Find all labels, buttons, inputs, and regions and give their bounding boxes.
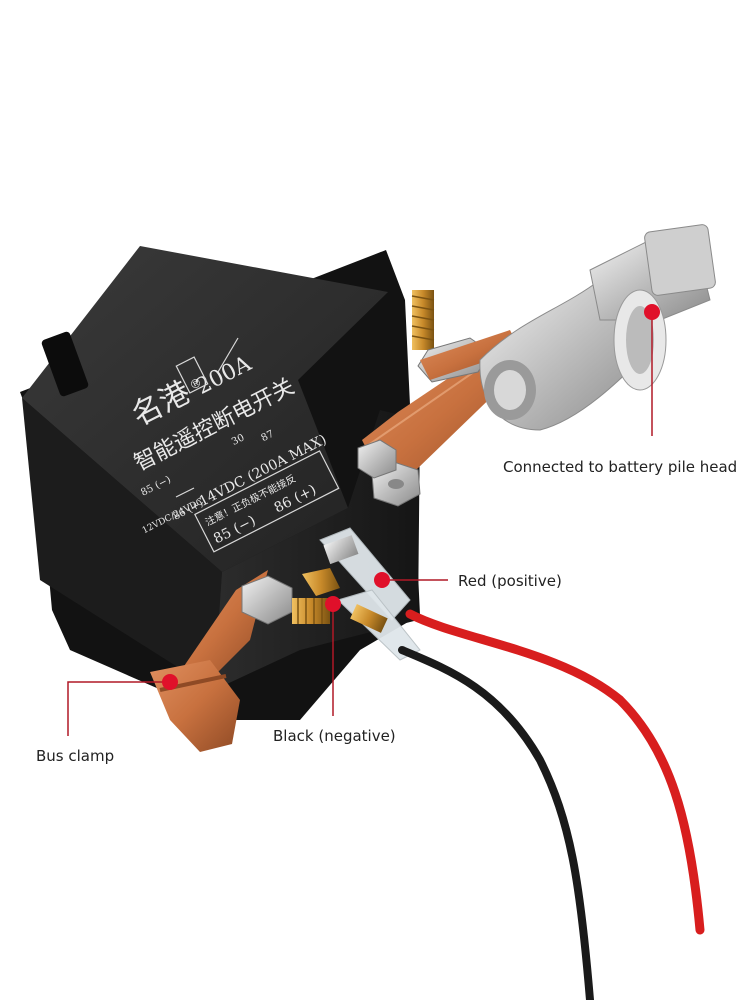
black-wire bbox=[398, 646, 594, 1000]
callout-red bbox=[374, 572, 448, 588]
red-wire bbox=[405, 609, 705, 935]
callout-bus bbox=[67, 674, 178, 736]
spade-connectors bbox=[302, 527, 421, 661]
relay-front-face bbox=[22, 398, 222, 690]
relay-coil-symbol bbox=[175, 337, 239, 498]
callout-red-label: Red (positive) bbox=[458, 572, 562, 590]
relay-clip bbox=[41, 331, 89, 397]
callout-black-label: Black (negative) bbox=[273, 727, 396, 745]
callout-bus-label: Bus clamp bbox=[36, 747, 115, 765]
battery-clamp bbox=[479, 224, 716, 431]
terminal-nut-left-top bbox=[357, 439, 397, 479]
callout-battery-label: Connected to battery pile head bbox=[503, 458, 738, 476]
relay-top-face bbox=[22, 246, 388, 572]
clamp-bolt bbox=[411, 290, 520, 383]
relay-pin-87: 87 bbox=[260, 429, 276, 445]
callout-black bbox=[325, 596, 341, 716]
callout-battery bbox=[644, 304, 660, 436]
relay-pin-30: 30 bbox=[230, 432, 246, 448]
